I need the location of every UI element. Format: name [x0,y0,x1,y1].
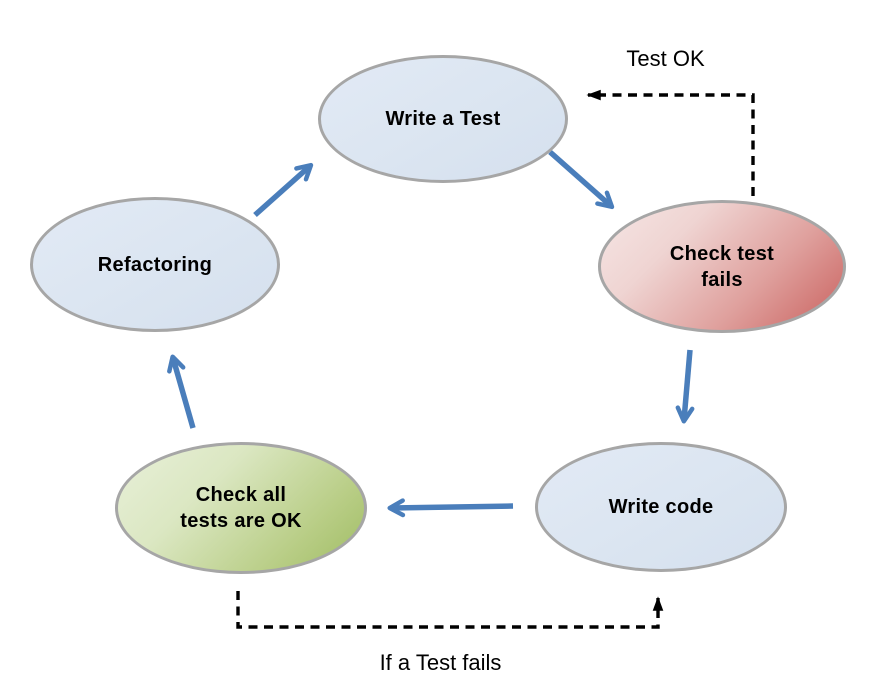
arrow-refactoring-to-write-test [253,162,314,218]
node-check-all-tests-ok: Check all tests are OK [115,442,367,574]
node-label: Refactoring [97,253,213,276]
arrow-check-fails-to-write-code [675,349,695,424]
edge-label-if-test-fails: If a Test fails [379,650,502,675]
node-write-a-test: Write a Test [318,55,568,183]
node-label: Write code [608,496,714,518]
node-refactoring: Refactoring [30,197,280,332]
edge-label-test-ok: Test OK [626,46,705,71]
arrow-write-test-to-check-fails [548,149,615,210]
node-label: Check test fails [669,242,775,291]
node-check-test-fails: Check test fails [598,200,846,333]
arrow-check-tests-to-refactoring [167,354,196,429]
dashed-arrow-if-test-fails [236,591,664,629]
dashed-arrow-test-ok [586,89,755,196]
node-label: Write a Test [385,108,501,130]
arrow-write-code-to-check-tests [387,498,514,518]
node-label: Check all tests are OK [180,484,302,532]
node-write-code: Write code [535,442,787,572]
